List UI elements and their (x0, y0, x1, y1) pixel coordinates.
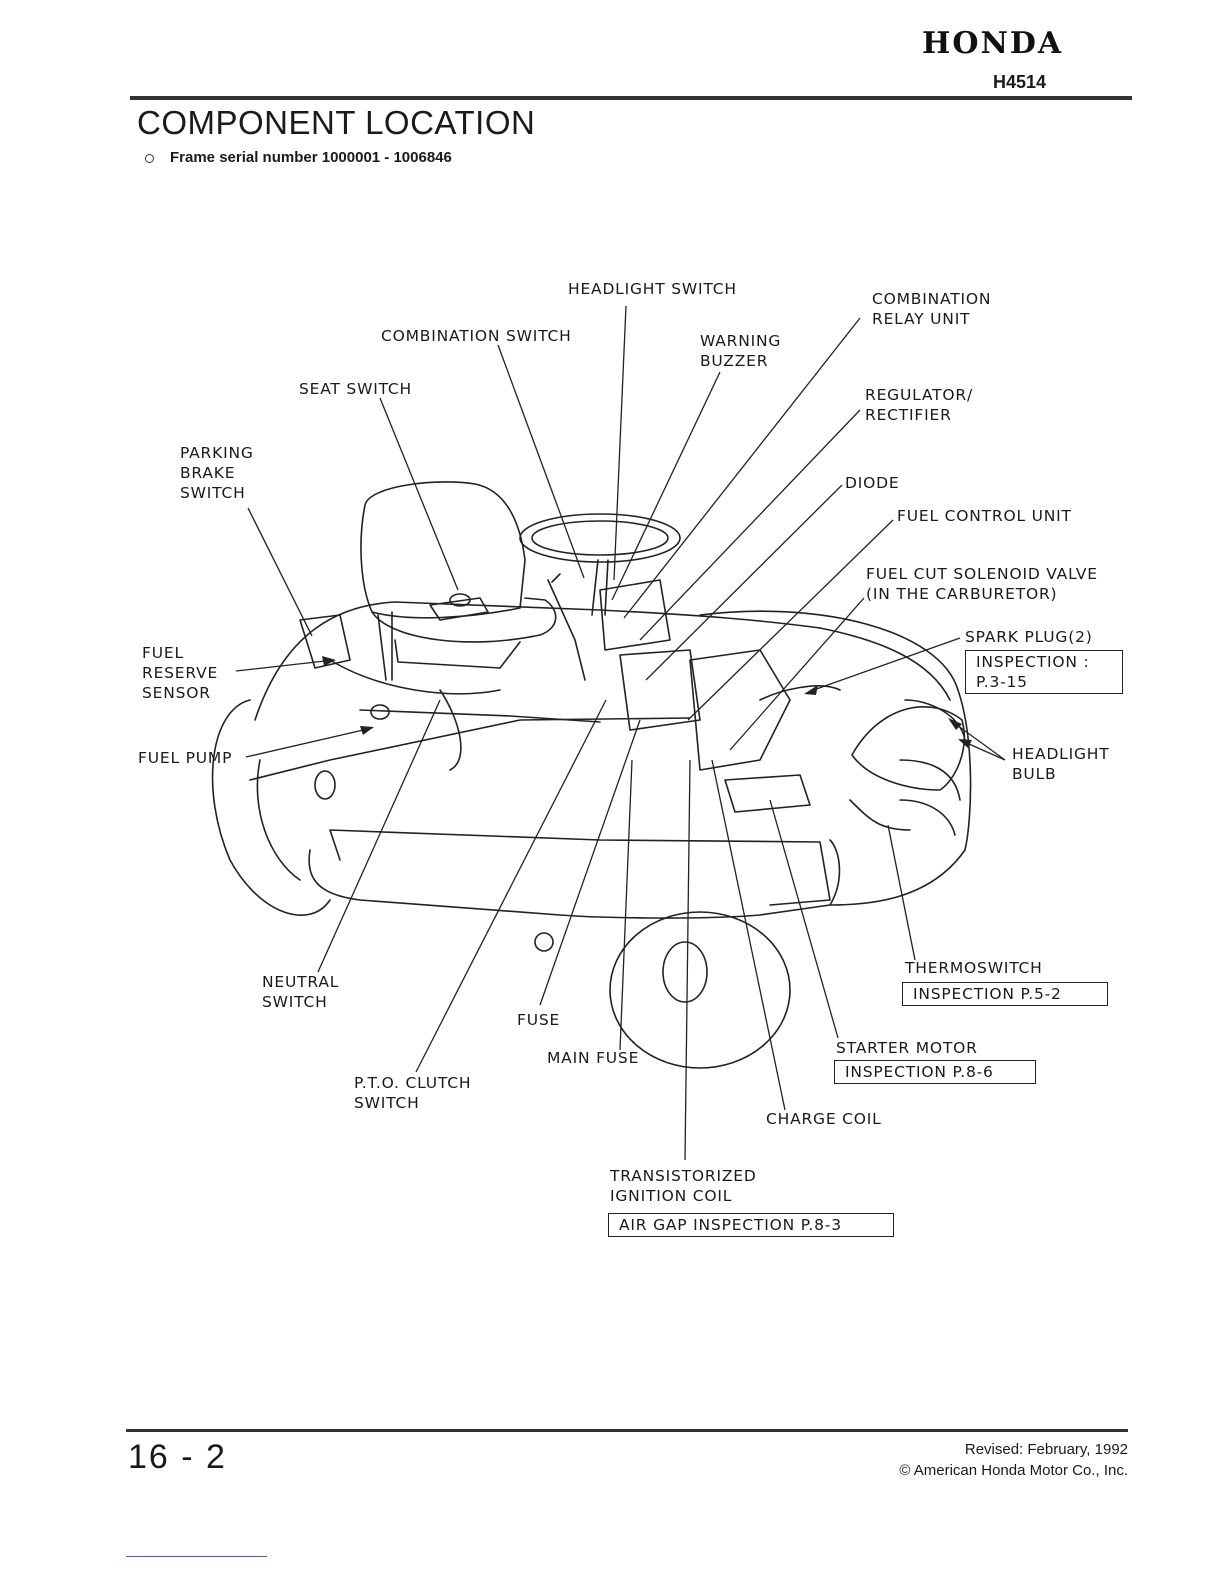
leader-fuel-control (687, 519, 894, 721)
shift-lever (377, 611, 393, 681)
label-transistorized-ignition-coil: TRANSISTORIZED IGNITION COIL (610, 1167, 757, 1205)
copyright: © American Honda Motor Co., Inc. (899, 1462, 1128, 1479)
label-fuel-control-unit: FUEL CONTROL UNIT (897, 507, 1072, 525)
starter-motor-body (724, 774, 811, 813)
ref-starter-motor-inspection: INSPECTION P.8-6 (834, 1060, 1036, 1084)
arrow-headlight-bulb-1 (948, 718, 962, 730)
leader-ignition-coil (684, 759, 691, 1161)
leader-fuel-pump (245, 727, 373, 758)
leader-fuel-cut-solenoid (729, 597, 865, 751)
label-fuel-reserve-sensor: FUEL RESERVE SENSOR (142, 644, 219, 702)
hood-line (819, 627, 951, 701)
mower-outline (211, 481, 972, 1069)
bullet-icon (145, 153, 154, 163)
arrow-spark-plug (804, 685, 818, 695)
label-fuel-cut-solenoid-valve: FUEL CUT SOLENOID VALVE (IN THE CARBURET… (866, 565, 1098, 603)
label-regulator-rectifier: REGULATOR/ RECTIFIER (865, 386, 973, 424)
label-charge-coil: CHARGE COIL (766, 1110, 882, 1128)
front-axle-bolt (534, 932, 554, 952)
label-combination-relay-unit: COMBINATION RELAY UNIT (872, 290, 992, 328)
label-spark-plug: SPARK PLUG(2) (965, 628, 1093, 646)
deck (308, 839, 841, 919)
leader-seat-switch (379, 397, 459, 591)
arrow-fuel-pump (360, 726, 374, 735)
leader-lines (235, 305, 1006, 1161)
leader-parking-brake (247, 507, 313, 637)
seat-base (394, 639, 521, 669)
leader-arrowheads (322, 656, 972, 748)
page-number: 16 - 2 (128, 1438, 227, 1476)
engine-block (689, 649, 791, 771)
grille (899, 699, 966, 836)
leader-fuse (539, 719, 641, 1006)
label-main-fuse: MAIN FUSE (547, 1049, 640, 1067)
seat-cushion (371, 597, 557, 643)
ref-ignition-coil-air-gap: AIR GAP INSPECTION P.8-3 (608, 1213, 894, 1237)
leader-fuel-reserve (235, 659, 335, 672)
page-title: COMPONENT LOCATION (137, 104, 536, 141)
pto-lever (547, 573, 586, 681)
leader-regulator (639, 409, 861, 641)
rear-fender (254, 601, 821, 721)
link-underline (126, 1556, 267, 1557)
label-headlight-switch: HEADLIGHT SWITCH (568, 280, 737, 298)
chassis-frame (249, 717, 831, 906)
arrow-fuel-reserve (322, 656, 336, 666)
arrow-headlight-bulb-2 (958, 739, 972, 748)
leader-diode (645, 484, 843, 681)
label-headlight-bulb: HEADLIGHT BULB (1012, 745, 1110, 783)
ref-thermoswitch-inspection: INSPECTION P.5-2 (902, 982, 1108, 1006)
hood (699, 610, 972, 906)
label-pto-clutch-switch: P.T.O. CLUTCH SWITCH (354, 1074, 472, 1112)
leader-combination-relay (623, 317, 861, 619)
revision-info: Revised: February, 1992 © American Honda… (899, 1439, 1128, 1481)
leader-neutral-switch (317, 699, 441, 973)
label-parking-brake-switch: PARKING BRAKE SWITCH (180, 444, 254, 502)
brand-logo: HONDA (922, 26, 1064, 61)
ref-spark-plug-inspection: INSPECTION : P.3-15 (965, 650, 1123, 694)
serial-range: Frame serial number 1000001 - 1006846 (145, 149, 452, 166)
label-neutral-switch: NEUTRAL SWITCH (262, 973, 340, 1011)
steering-wheel (519, 513, 681, 563)
fuel-tank (299, 614, 351, 669)
label-combination-switch: COMBINATION SWITCH (381, 327, 572, 345)
seat-switch-plate (429, 597, 489, 621)
label-warning-buzzer: WARNING BUZZER (700, 332, 782, 370)
leader-headlight-switch (613, 305, 627, 581)
rear-wheel (211, 699, 331, 916)
revised-date: Revised: February, 1992 (964, 1441, 1128, 1458)
label-fuse: FUSE (517, 1011, 561, 1029)
label-diode: DIODE (845, 474, 900, 492)
leader-pto-clutch (415, 699, 607, 1073)
leader-combination-switch (497, 344, 585, 579)
header-rule (130, 96, 1132, 100)
leader-warning-buzzer (611, 371, 721, 601)
battery (619, 649, 701, 731)
label-fuel-pump: FUEL PUMP (138, 749, 233, 767)
wire-harness (329, 659, 911, 831)
leader-thermoswitch (887, 824, 916, 961)
leader-spark-plug (807, 637, 961, 693)
headlight-frame (851, 706, 966, 791)
steering-column (591, 559, 609, 616)
leader-charge-coil (711, 759, 786, 1111)
label-starter-motor: STARTER MOTOR (836, 1039, 978, 1057)
front-wheel (609, 911, 791, 1069)
serial-range-text: Frame serial number 1000001 - 1006846 (170, 149, 452, 166)
relay-unit (599, 579, 671, 651)
leader-main-fuse (619, 759, 633, 1051)
footer-rule (126, 1429, 1128, 1432)
leader-starter-motor (769, 799, 839, 1039)
label-seat-switch: SEAT SWITCH (299, 380, 413, 398)
seat-back (360, 481, 526, 619)
label-thermoswitch: THERMOSWITCH (905, 959, 1043, 977)
model-number: H4514 (993, 72, 1047, 92)
